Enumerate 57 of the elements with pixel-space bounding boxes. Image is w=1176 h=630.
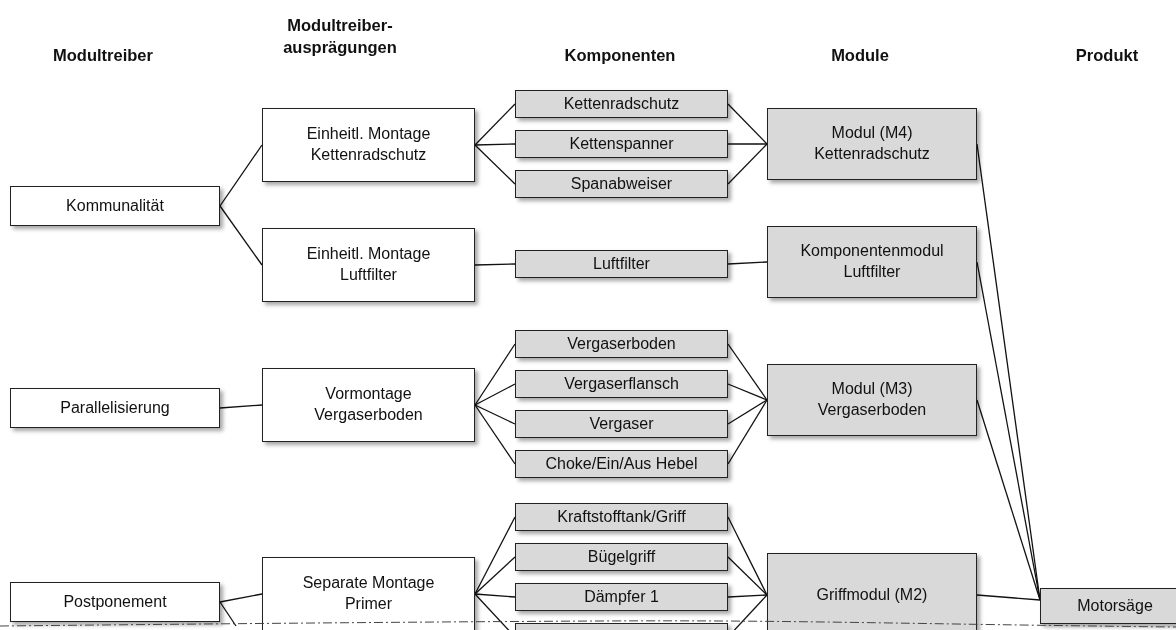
connector-line [727, 399, 768, 425]
module-box: Griffmodul (M2) [767, 553, 977, 630]
characteristic-box: Separate Montage Primer [262, 557, 475, 630]
connector-line [727, 343, 768, 401]
column-heading: Modultreiber- ausprägungen [282, 15, 398, 59]
connector-line [474, 103, 516, 146]
connector-line [474, 404, 516, 465]
connector-line [219, 144, 263, 207]
connector-line [474, 404, 516, 425]
product-box: Motorsäge [1040, 588, 1176, 624]
connector-line [727, 594, 768, 598]
connector-line [474, 383, 516, 406]
component-box: Vergaserboden [515, 330, 728, 358]
connector-line [474, 593, 516, 598]
connector-line [219, 601, 237, 627]
component-box: Vergaser [515, 410, 728, 438]
column-heading: Module [831, 45, 889, 66]
component-box: Spanabweiser [515, 170, 728, 198]
module-box: Modul (M4) Kettenradschutz [767, 108, 977, 180]
component-box: Bügelgriff [515, 543, 728, 571]
component-box: Kraftstofftank/Griff [515, 503, 728, 531]
component-box: Kettenspanner [515, 130, 728, 158]
connector-line [474, 263, 516, 266]
connector-line [727, 383, 768, 401]
connector-line [474, 143, 516, 146]
connector-line [474, 343, 516, 406]
connector-line [727, 103, 768, 145]
characteristic-box: Einheitl. Montage Kettenradschutz [262, 108, 475, 182]
connector-line [219, 404, 263, 409]
connector-line [976, 594, 1041, 601]
characteristic-box: Einheitl. Montage Luftfilter [262, 228, 475, 302]
module-box: Komponentenmodul Luftfilter [767, 226, 977, 298]
connector-line [727, 556, 768, 596]
driver-box: Kommunalität [10, 186, 220, 226]
connector-line [474, 144, 516, 185]
component-box: Luftfilter [515, 250, 728, 278]
connector-line [727, 143, 768, 145]
connector-line [976, 399, 1041, 601]
connector-line [474, 556, 516, 595]
driver-box: Postponement [10, 582, 220, 622]
column-heading: Produkt [1075, 45, 1139, 66]
module-box: Modul (M3) Vergaserboden [767, 364, 977, 436]
connector-line [727, 261, 768, 265]
component-box: Choke/Ein/Aus Hebel [515, 450, 728, 478]
column-heading: Komponenten [564, 45, 676, 66]
characteristic-box: Vormontage Vergaserboden [262, 368, 475, 442]
component-box: Vergaserflansch [515, 370, 728, 398]
component-box: Dämpfer 1 [515, 583, 728, 611]
connector-line [219, 593, 263, 603]
connector-line [727, 143, 768, 185]
driver-box: Parallelisierung [10, 388, 220, 428]
connector-line [474, 516, 516, 595]
column-heading: Modultreiber [53, 45, 153, 66]
component-box: Kettenradschutz [515, 90, 728, 118]
connector-line [727, 516, 768, 596]
connector-line [219, 205, 263, 266]
connector-line [727, 399, 768, 465]
